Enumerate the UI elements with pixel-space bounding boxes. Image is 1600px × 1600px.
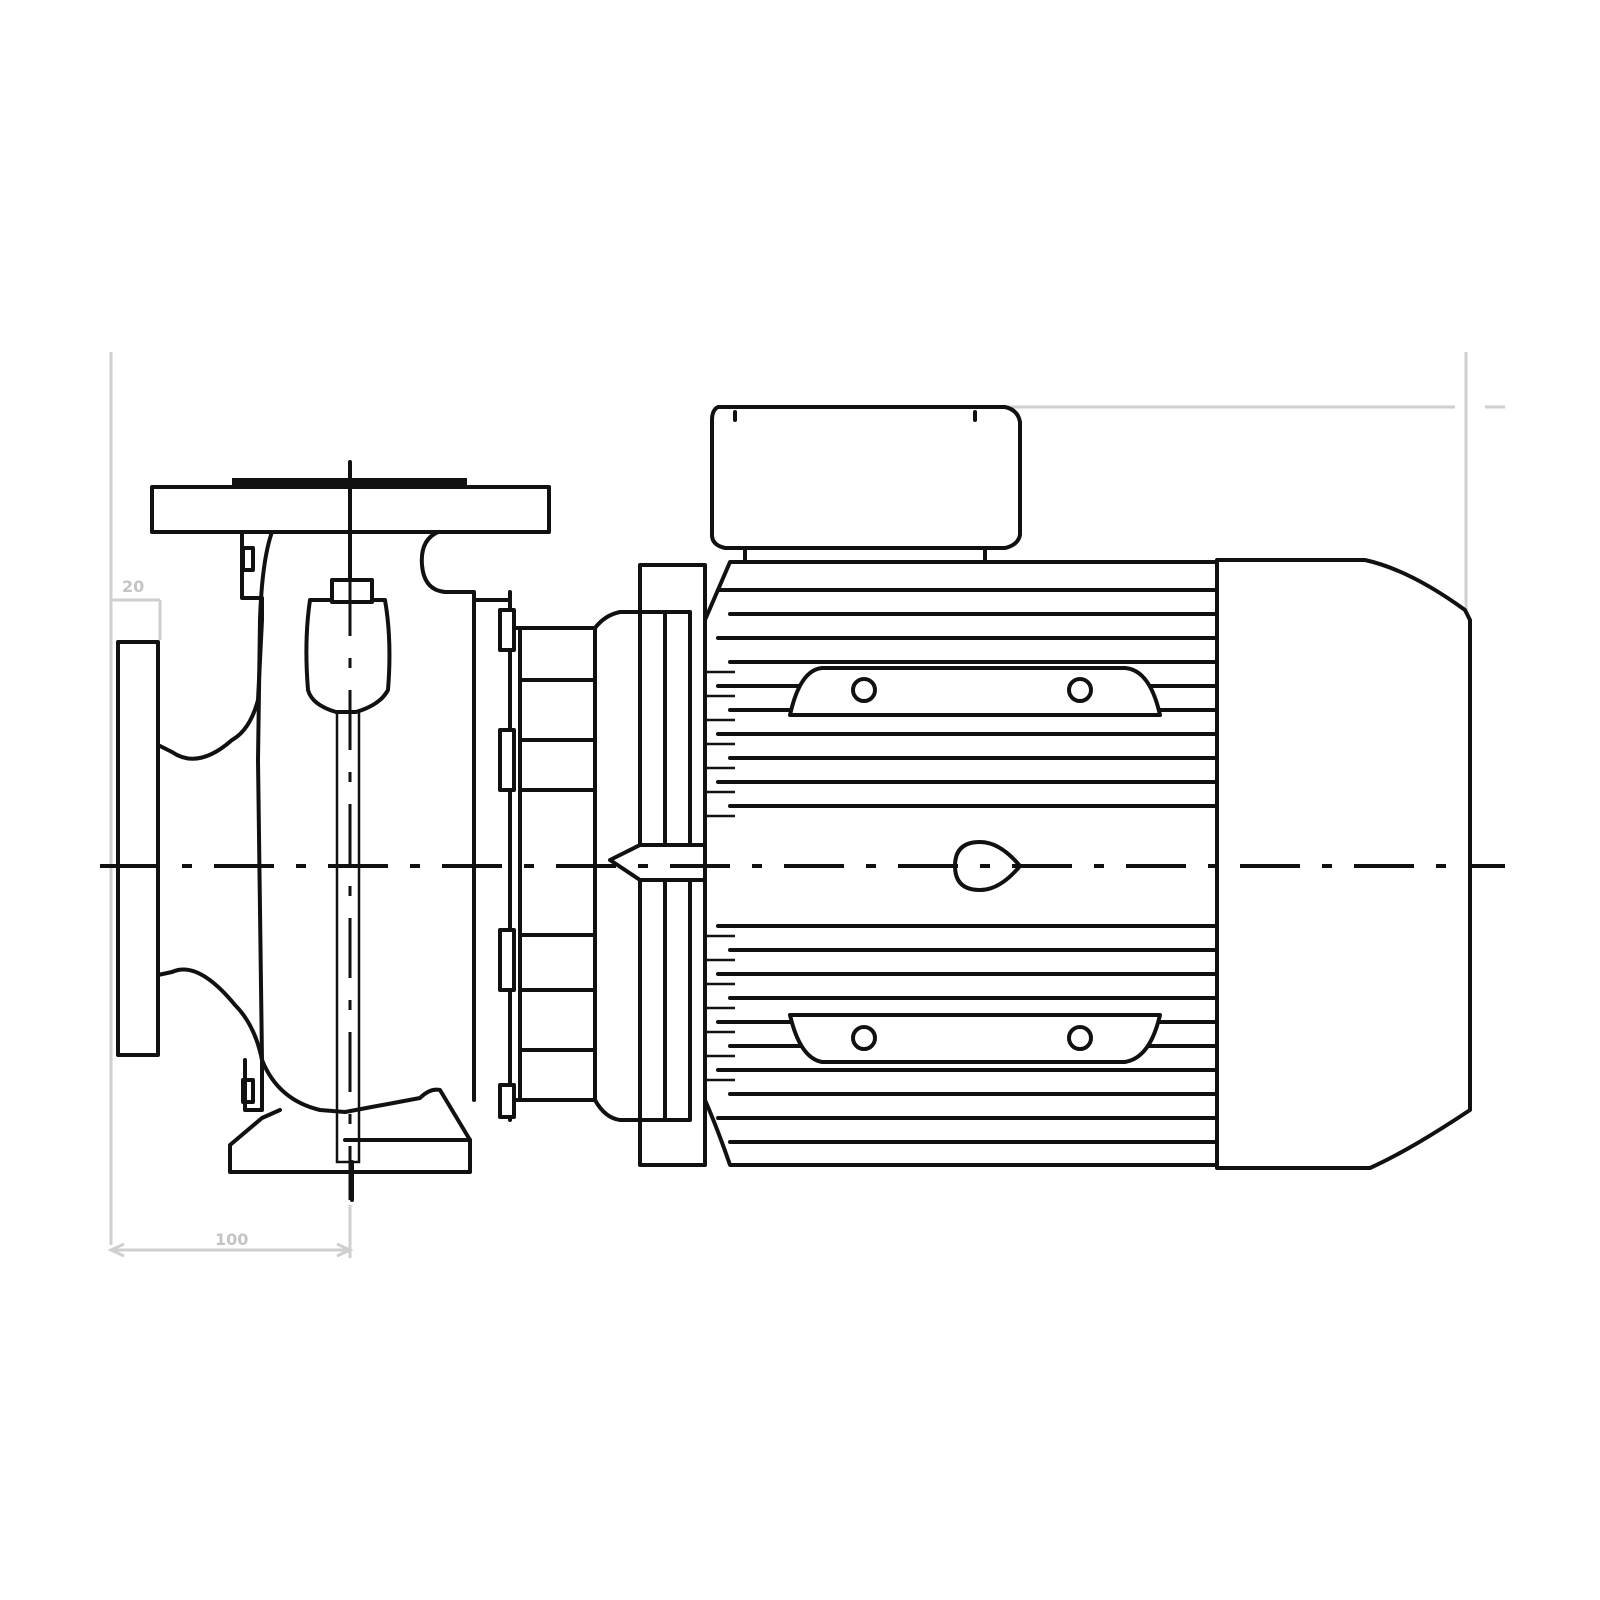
lower-left-bolt-icon [851,1025,877,1051]
pump-casing [116,460,551,1202]
suction-flange [116,640,160,1057]
upper-right-bolt-icon [1067,677,1093,703]
dimension-lines [107,352,1505,1258]
dimension-label-base-offset: 100 [215,1230,248,1249]
lower-mounting-plate [788,1013,1162,1064]
dimension-label-flange: 20 [122,577,144,596]
terminal-box [710,405,1022,585]
upper-left-bolt-icon [851,677,877,703]
upper-mounting-plate [788,666,1162,717]
lower-right-bolt-icon [1067,1025,1093,1051]
motor-body [703,558,1472,1170]
